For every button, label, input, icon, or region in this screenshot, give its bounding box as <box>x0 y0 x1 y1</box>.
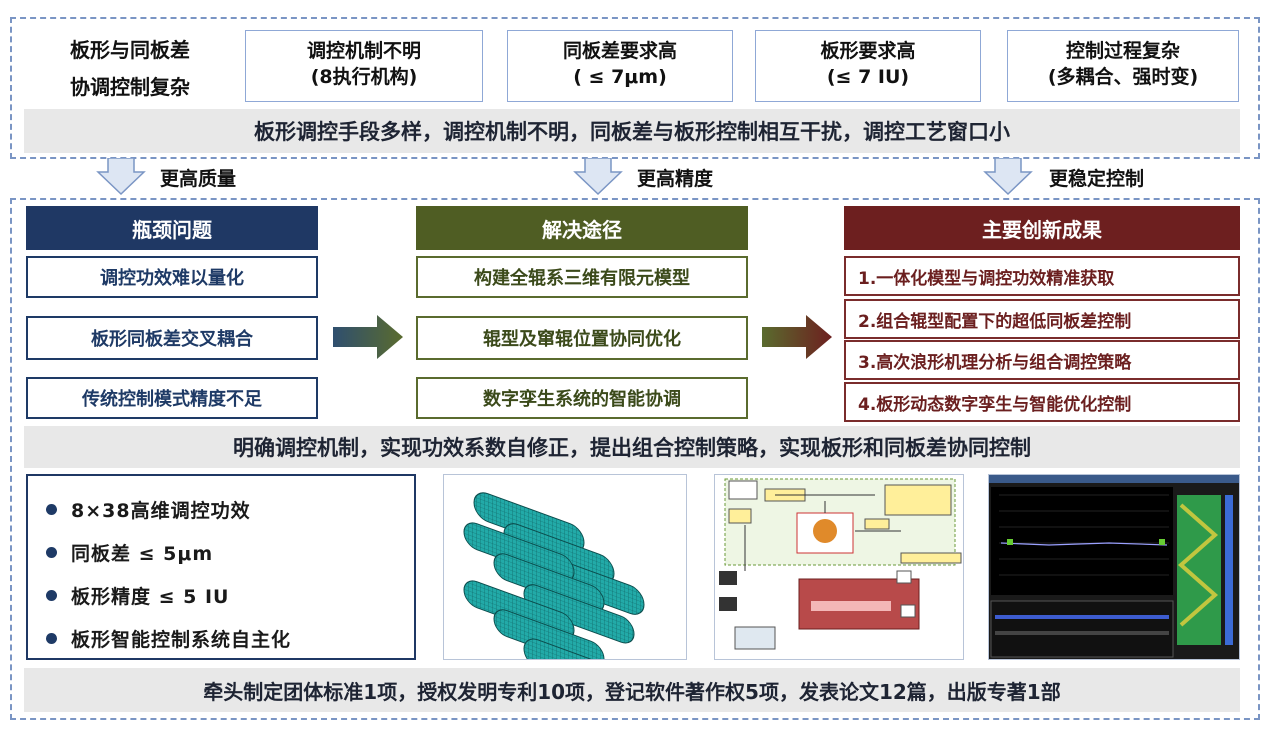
achievement-text: 8×38高维调控功效 <box>71 500 251 522</box>
bullet-icon <box>46 590 57 601</box>
top-title: 板形与同板差 协调控制复杂 <box>22 30 238 104</box>
innovation-item: 2.组合辊型配置下的超低同板差控制 <box>844 299 1240 339</box>
software-ui-icon <box>989 475 1239 659</box>
bottleneck-item: 传统控制模式精度不足 <box>26 377 318 419</box>
solution-item: 构建全辊系三维有限元模型 <box>416 256 748 298</box>
digital-twin-diagram-image <box>714 474 964 660</box>
roll-mesh-icon <box>463 492 645 659</box>
solution-item: 数字孪生系统的智能协调 <box>416 377 748 419</box>
right-arrow-icon <box>762 315 832 359</box>
top-title-line-2: 协调控制复杂 <box>70 75 190 99</box>
top-box-process: 控制过程复杂 (多耦合、强时变) <box>1007 30 1239 102</box>
top-box-control-mechanism: 调控机制不明 (8执行机构) <box>245 30 483 102</box>
transition-label-precision: 更高精度 <box>637 168 714 190</box>
achievement-item: 板形智能控制系统自主化 <box>46 625 291 652</box>
top-box-line-1: 板形要求高 <box>820 40 916 62</box>
top-box-line-2: (多耦合、强时变) <box>1047 65 1199 88</box>
innovation-header: 主要创新成果 <box>844 206 1240 250</box>
bullet-icon <box>46 504 57 515</box>
bullet-icon <box>46 547 57 558</box>
top-box-line-1: 控制过程复杂 <box>1065 40 1180 62</box>
achievement-item: 同板差 ≤ 5μm <box>46 539 213 566</box>
bottleneck-header: 瓶颈问题 <box>26 206 318 250</box>
fem-roll-model-image <box>443 474 687 660</box>
top-box-line-2: (8执行机构) <box>310 65 418 88</box>
top-box-line-1: 同板差要求高 <box>562 40 677 62</box>
innovation-item: 4.板形动态数字孪生与智能优化控制 <box>844 382 1240 422</box>
innovation-item: 1.一体化模型与调控功效精准获取 <box>844 256 1240 296</box>
bottom-summary-bar: 牵头制定团体标准1项，授权发明专利10项，登记软件著作权5项，发表论文12篇，出… <box>24 668 1240 712</box>
achievement-text: 板形精度 ≤ 5 IU <box>71 586 230 608</box>
top-box-line-2: ( ≤ 7μm) <box>573 65 667 88</box>
system-diagram-icon <box>719 478 962 650</box>
down-arrow-icon <box>573 158 623 196</box>
achievement-item: 8×38高维调控功效 <box>46 496 251 523</box>
achievement-item: 板形精度 ≤ 5 IU <box>46 582 229 609</box>
solution-header: 解决途径 <box>416 206 748 250</box>
middle-summary-bar: 明确调控机制，实现功效系数自修正，提出组合控制策略，实现板形和同板差协同控制 <box>24 426 1240 468</box>
top-title-line-1: 板形与同板差 <box>70 38 190 62</box>
achievement-text: 同板差 ≤ 5μm <box>71 543 214 565</box>
top-box-line-1: 调控机制不明 <box>306 40 421 62</box>
top-box-line-2: (≤ 7 IU) <box>826 65 910 88</box>
innovation-item: 3.高次浪形机理分析与组合调控策略 <box>844 340 1240 380</box>
right-arrow-icon <box>333 315 403 359</box>
solution-item: 辊型及窜辊位置协同优化 <box>416 316 748 360</box>
bottleneck-item: 板形同板差交叉耦合 <box>26 316 318 360</box>
top-box-thickness: 同板差要求高 ( ≤ 7μm) <box>507 30 733 102</box>
achievement-text: 板形智能控制系统自主化 <box>71 629 292 651</box>
achievements-box: 8×38高维调控功效 同板差 ≤ 5μm 板形精度 ≤ 5 IU 板形智能控制系… <box>26 474 416 660</box>
transition-label-quality: 更高质量 <box>160 168 237 190</box>
main-section <box>10 198 1260 720</box>
down-arrow-icon <box>983 158 1033 196</box>
transition-label-stability: 更稳定控制 <box>1049 168 1145 190</box>
down-arrow-icon <box>96 158 146 196</box>
bottleneck-item: 调控功效难以量化 <box>26 256 318 298</box>
top-section <box>10 17 1260 159</box>
control-software-image <box>988 474 1240 660</box>
top-summary-bar: 板形调控手段多样，调控机制不明，同板差与板形控制相互干扰，调控工艺窗口小 <box>24 109 1240 153</box>
bullet-icon <box>46 633 57 644</box>
top-box-flatness: 板形要求高 (≤ 7 IU) <box>755 30 981 102</box>
